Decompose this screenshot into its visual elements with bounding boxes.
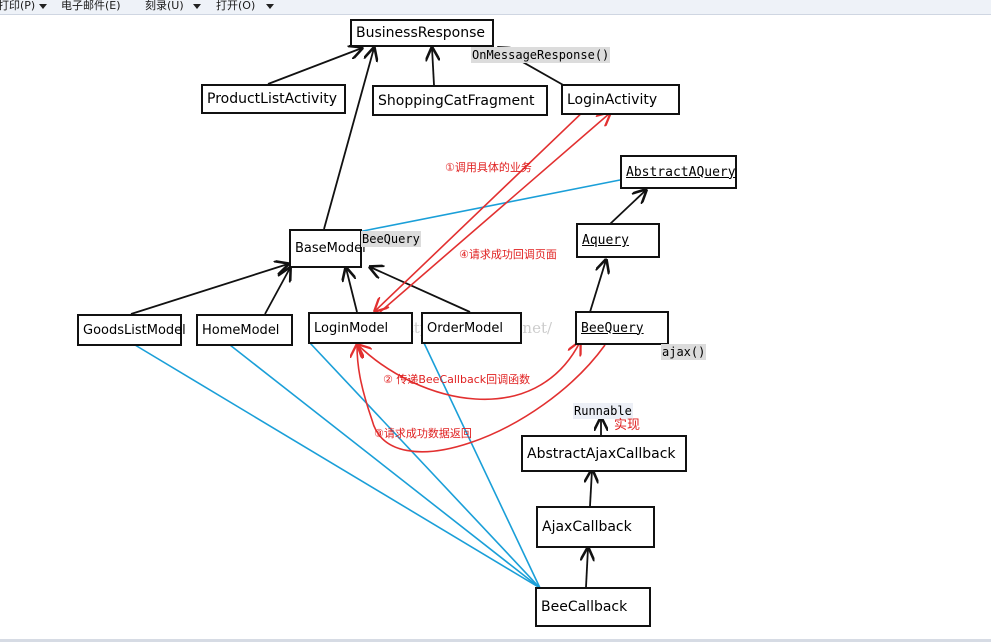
- menu-email[interactable]: 电子邮件(E): [61, 0, 121, 12]
- menu-open[interactable]: 打开(O): [216, 0, 256, 12]
- assoc-order-beecallback: [423, 342, 541, 589]
- box-shopping-cat-fragment: ShoppingCatFragment: [372, 85, 548, 116]
- annotation-implement: 实现: [614, 418, 641, 433]
- assoc-basemodel-abstractaquery: [357, 179, 621, 233]
- menu-burn[interactable]: 刻录(U): [145, 0, 184, 12]
- annotation-step2: ② 传递BeeCallback回调函数: [383, 373, 531, 386]
- box-goods-list-model: GoodsListModel: [77, 314, 186, 346]
- flow-step4-line: [375, 106, 589, 311]
- flow-step1-line: [379, 113, 610, 313]
- assoc-login-model-beecallback: [309, 342, 541, 589]
- annotation-step3: ③请求成功数据返回: [374, 427, 472, 440]
- label-bee-query-field: BeeQuery: [361, 231, 421, 247]
- flow-step2-curve: [358, 342, 580, 401]
- edge-goods-to-basemodel: [130, 264, 288, 315]
- box-bee-callback: BeeCallback: [535, 587, 651, 627]
- edge-shopping-to-business: [432, 48, 434, 86]
- edge-aquery-to-abstract: [609, 190, 646, 225]
- box-product-list-activity: ProductListActivity: [201, 84, 346, 114]
- box-login-model: LoginModel: [308, 312, 413, 344]
- box-login-activity: LoginActivity: [561, 84, 680, 115]
- bottom-border: [0, 639, 991, 642]
- edge-order-to-basemodel: [370, 267, 471, 313]
- box-ajax-callback: AjaxCallback: [536, 506, 655, 548]
- menu-open-dropdown-icon[interactable]: [266, 4, 274, 9]
- flow-step3-curve: [357, 345, 606, 453]
- edge-bee-to-ajax: [586, 548, 588, 588]
- assoc-home-beecallback: [229, 344, 541, 589]
- label-runnable: Runnable: [573, 403, 633, 419]
- edge-product-to-business: [267, 48, 362, 85]
- box-abstract-ajax-callback: AbstractAjaxCallback: [521, 435, 687, 472]
- box-order-model: OrderModel: [421, 312, 522, 344]
- box-bee-query: BeeQuery: [575, 311, 669, 345]
- box-aquery: Aquery: [576, 223, 660, 258]
- menu-burn-dropdown-icon[interactable]: [193, 4, 201, 9]
- box-abstract-aquery: AbstractAQuery: [620, 155, 737, 189]
- annotation-step4: ④请求成功回调页面: [459, 248, 557, 261]
- label-on-message-response: OnMessageResponse(): [471, 47, 611, 63]
- edge-basemodel-to-business: [323, 48, 374, 230]
- box-business-response: BusinessResponse: [350, 19, 494, 47]
- label-ajax-method: ajax(): [661, 344, 707, 360]
- edge-home-to-basemodel: [264, 268, 290, 315]
- box-base-model: BaseModel: [289, 229, 366, 268]
- edge-login-model-to-basemodel: [346, 268, 358, 313]
- assoc-goods-beecallback: [134, 344, 541, 589]
- annotation-step1: ①调用具体的业务: [445, 161, 532, 174]
- edge-ajax-to-abstract-callback: [590, 470, 592, 507]
- menu-print[interactable]: 打印(P): [0, 0, 36, 12]
- edge-beequery-to-aquery: [589, 260, 606, 313]
- menu-print-dropdown-icon[interactable]: [39, 4, 47, 9]
- box-home-model: HomeModel: [196, 314, 293, 346]
- menu-bar: 打印(P) 电子邮件(E) 刻录(U) 打开(O): [0, 0, 991, 15]
